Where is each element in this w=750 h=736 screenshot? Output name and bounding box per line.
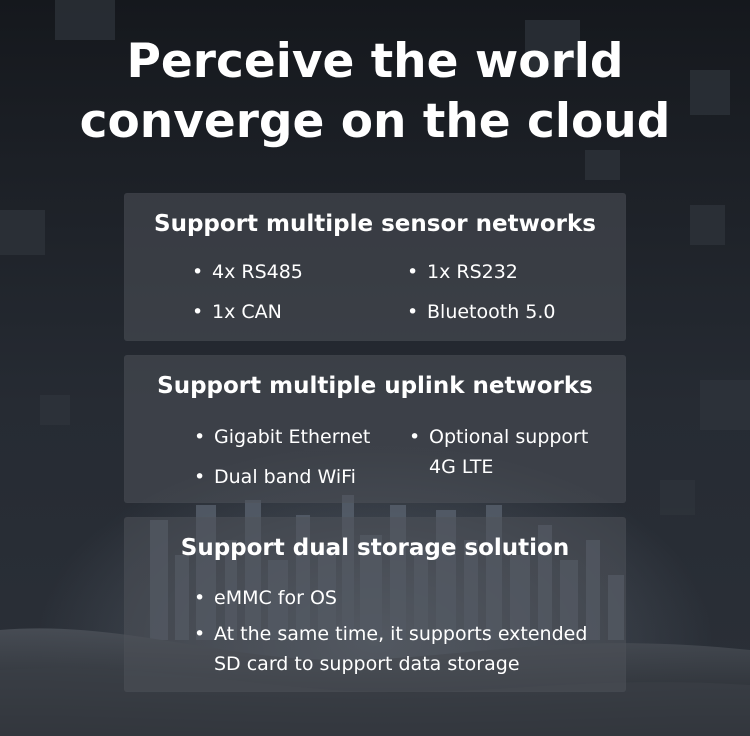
title-line-1: Perceive the world bbox=[126, 34, 624, 89]
storage-solution-card: Support dual storage solution eMMC for O… bbox=[124, 517, 626, 692]
card-title: Support multiple sensor networks bbox=[154, 211, 596, 237]
uplink-networks-card: Support multiple uplink networks Gigabit… bbox=[124, 355, 626, 503]
list-item-continuation: SD card to support data storage bbox=[214, 653, 520, 675]
list-item: Gigabit Ethernet bbox=[194, 422, 370, 452]
list-item: 1x CAN bbox=[192, 297, 282, 327]
sensor-networks-card: Support multiple sensor networks 4x RS48… bbox=[124, 193, 626, 341]
list-item: eMMC for OS bbox=[194, 583, 337, 613]
list-item: 4x RS485 bbox=[192, 257, 303, 287]
list-item: 1x RS232 bbox=[407, 257, 518, 287]
list-item-continuation: 4G LTE bbox=[429, 456, 494, 478]
list-item: Dual band WiFi bbox=[194, 462, 356, 492]
page-title: Perceive the world converge on the cloud bbox=[0, 32, 750, 152]
list-item: Optional support bbox=[409, 422, 588, 452]
card-title: Support multiple uplink networks bbox=[157, 373, 593, 399]
list-item: Bluetooth 5.0 bbox=[407, 297, 555, 327]
list-item: At the same time, it supports extended bbox=[194, 619, 587, 649]
title-line-2: converge on the cloud bbox=[79, 94, 671, 149]
card-title: Support dual storage solution bbox=[180, 535, 570, 561]
